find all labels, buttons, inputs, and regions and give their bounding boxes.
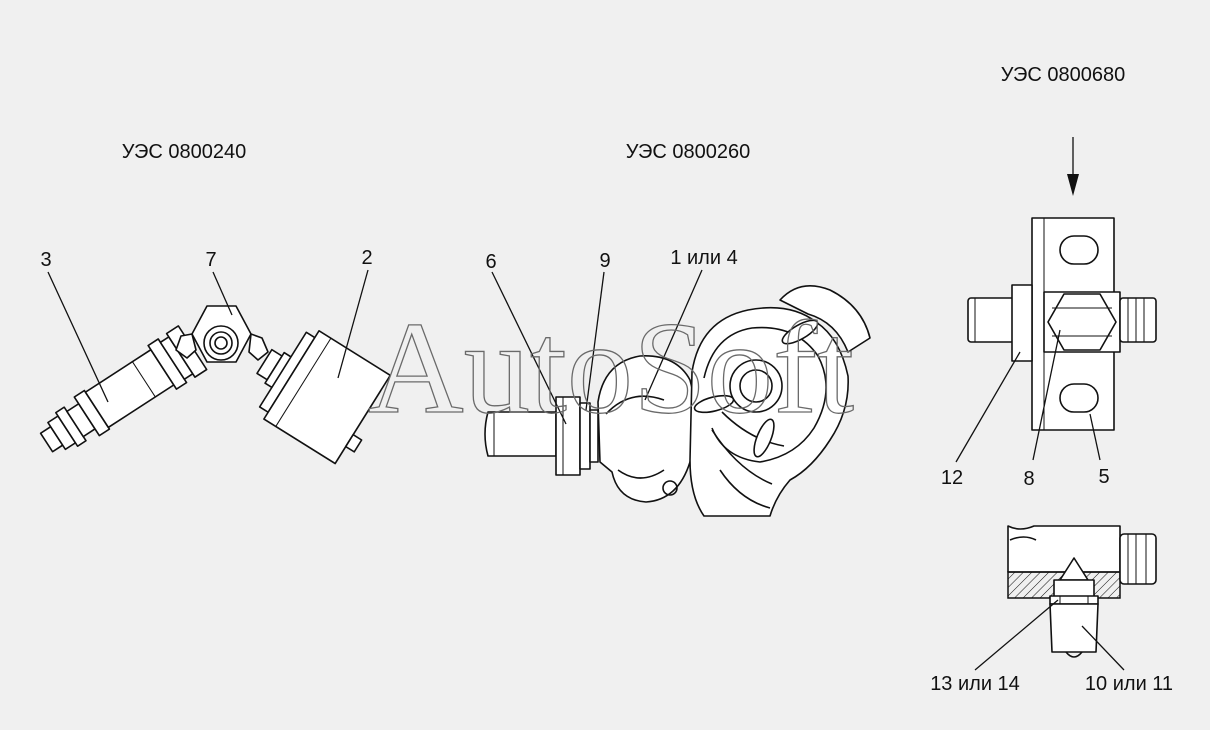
callout-9: 9 xyxy=(599,250,610,272)
callout-12: 12 xyxy=(941,467,963,489)
callout-3: 3 xyxy=(40,249,51,271)
part-8-hex-nut xyxy=(1043,291,1121,353)
assembly-right xyxy=(967,137,1157,431)
leader-7 xyxy=(212,271,233,316)
callout-2: 2 xyxy=(361,247,372,269)
section-detail xyxy=(1007,525,1157,658)
leader-8 xyxy=(1032,329,1061,461)
part-7-hex-tee xyxy=(175,305,269,363)
title-assembly-2: УЭС 0800260 xyxy=(626,141,751,163)
title-assembly-3: УЭС 0800680 xyxy=(1001,64,1126,86)
title-assembly-1: УЭС 0800240 xyxy=(122,141,247,163)
part-1-or-4-bracket xyxy=(689,284,871,517)
view-arrow-head xyxy=(1067,174,1079,196)
leader-6 xyxy=(491,271,567,425)
part-6-shaft xyxy=(484,396,599,476)
callout-5: 5 xyxy=(1098,466,1109,488)
leader-1-4 xyxy=(644,269,703,401)
leader-3 xyxy=(47,271,109,403)
callout-1-or-4: 1 или 4 xyxy=(670,247,737,269)
assembly-middle xyxy=(484,284,871,517)
leader-2 xyxy=(337,269,369,379)
leader-9 xyxy=(585,271,605,411)
callout-6: 6 xyxy=(485,251,496,273)
callout-8: 8 xyxy=(1023,468,1034,490)
part-3-cylinder xyxy=(39,325,208,453)
right-threaded-pin xyxy=(1119,297,1157,343)
part-2-box xyxy=(258,330,392,465)
leader-lines xyxy=(47,269,1125,671)
left-pin xyxy=(967,284,1033,362)
leader-13-14 xyxy=(974,599,1059,671)
assembly-left xyxy=(39,305,392,465)
callout-7: 7 xyxy=(205,249,216,271)
watermark: AutoSoft xyxy=(368,294,854,441)
callout-10-or-11: 10 или 11 xyxy=(1085,673,1173,695)
leader-10-11 xyxy=(1081,625,1125,671)
leader-12 xyxy=(955,351,1021,463)
leader-5 xyxy=(1089,413,1101,461)
callout-13-or-14: 13 или 14 xyxy=(930,673,1020,695)
